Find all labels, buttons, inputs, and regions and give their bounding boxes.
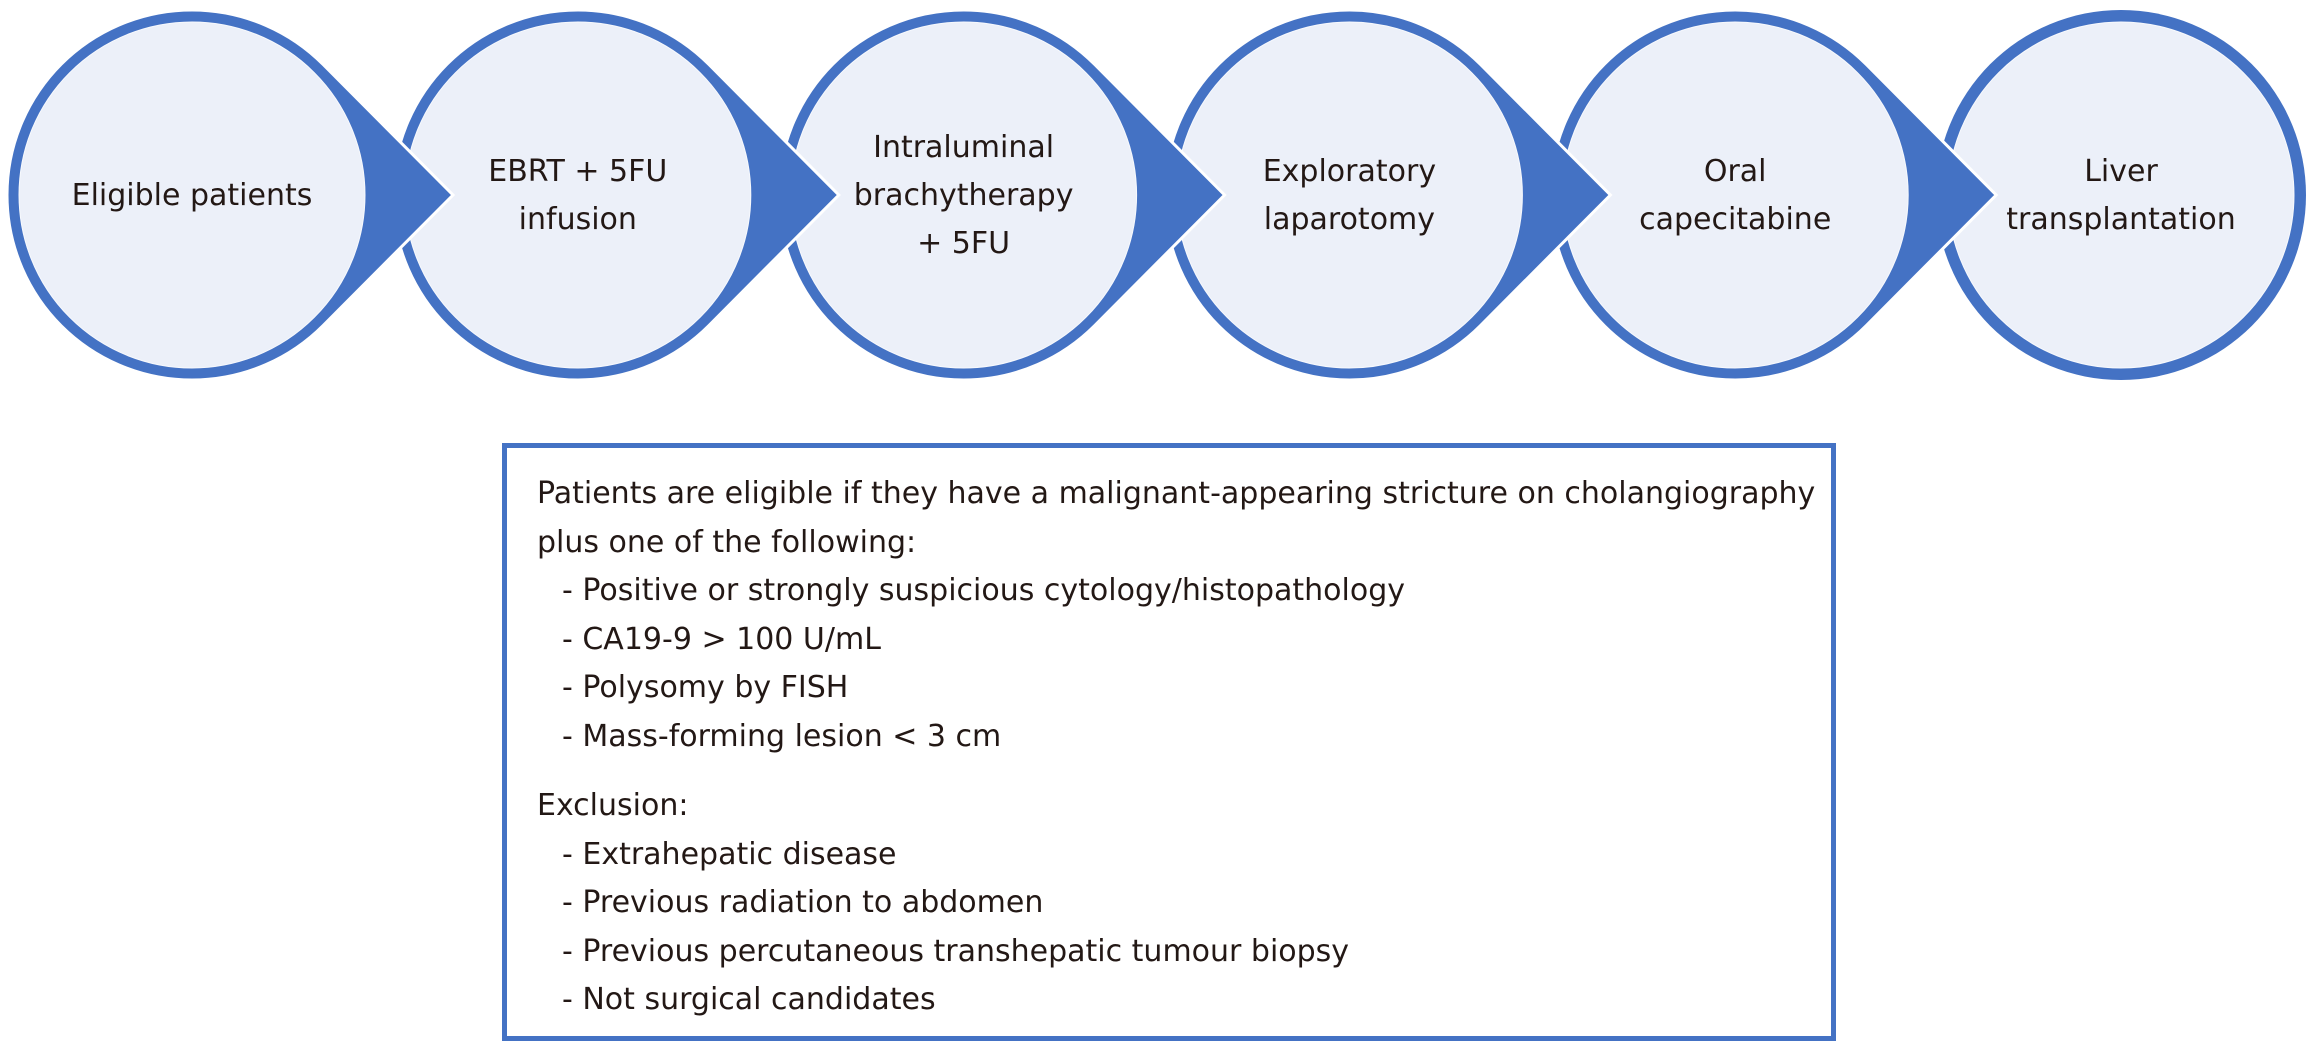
eligibility-criteria-box: Patients are eligible if they have a mal… <box>502 443 1836 1041</box>
step-circle <box>18 21 366 369</box>
process-step-label: Eligible patients <box>27 172 357 220</box>
process-step-label-line: + 5FU <box>917 226 1011 261</box>
process-step-label-line: capecitabine <box>1639 202 1832 237</box>
process-step-label: Oral capecitabine <box>1570 148 1900 244</box>
process-step-label-line: Liver <box>2084 154 2158 189</box>
process-step-label-line: Oral <box>1703 154 1767 189</box>
process-step-shape <box>391 8 841 382</box>
eligibility-intro: Patients are eligible if they have a mal… <box>537 476 1816 511</box>
process-step-label: EBRT + 5FU infusion <box>413 148 743 244</box>
process-step-label: Exploratory laparotomy <box>1184 148 1514 244</box>
exclusion-heading: Exclusion: <box>537 788 689 823</box>
process-step-shape <box>1548 8 1999 382</box>
process-step-label-line: transplantation <box>2006 202 2236 237</box>
exclusion-item: - Not surgical candidates <box>562 982 936 1017</box>
eligibility-item: - Mass-forming lesion < 3 cm <box>562 718 1002 754</box>
process-step-label: Liver transplantation <box>1956 148 2286 244</box>
eligibility-item: - CA19-9 > 100 U/mL <box>562 621 881 657</box>
exclusion-item: - Previous radiation to abdomen <box>562 885 1044 920</box>
process-step-label-line: brachytherapy <box>853 178 1074 213</box>
exclusion-item: - Previous percutaneous transhepatic tum… <box>562 933 1350 969</box>
eligibility-item: - Polysomy by FISH <box>562 670 849 705</box>
eligibility-intro-continued: plus one of the following: <box>537 524 917 560</box>
process-step-shape <box>777 8 1227 382</box>
process-step-shape <box>5 8 456 382</box>
process-step-shape <box>1936 10 2306 380</box>
exclusion-item: - Extrahepatic disease <box>562 836 897 872</box>
process-step-label-line: infusion <box>518 202 637 237</box>
process-step-label: Intraluminal brachytherapy + 5FU <box>799 124 1129 268</box>
process-step-label-line: laparotomy <box>1263 202 1436 237</box>
process-flow: Eligible patients EBRT + 5FU infusion Intra… <box>0 0 2315 400</box>
process-step-label-line: Intraluminal <box>873 130 1055 165</box>
eligibility-item: - Positive or strongly suspicious cytolo… <box>562 573 1405 608</box>
process-flow-shapes <box>5 8 2306 382</box>
process-step-label-line: EBRT + 5FU <box>488 154 668 189</box>
process-step-label-line: Exploratory <box>1262 154 1437 189</box>
criteria-content: Patients are eligible if they have a mal… <box>537 470 1816 1025</box>
process-step-label-line: Eligible patients <box>71 178 313 213</box>
section-spacer <box>537 761 1811 782</box>
